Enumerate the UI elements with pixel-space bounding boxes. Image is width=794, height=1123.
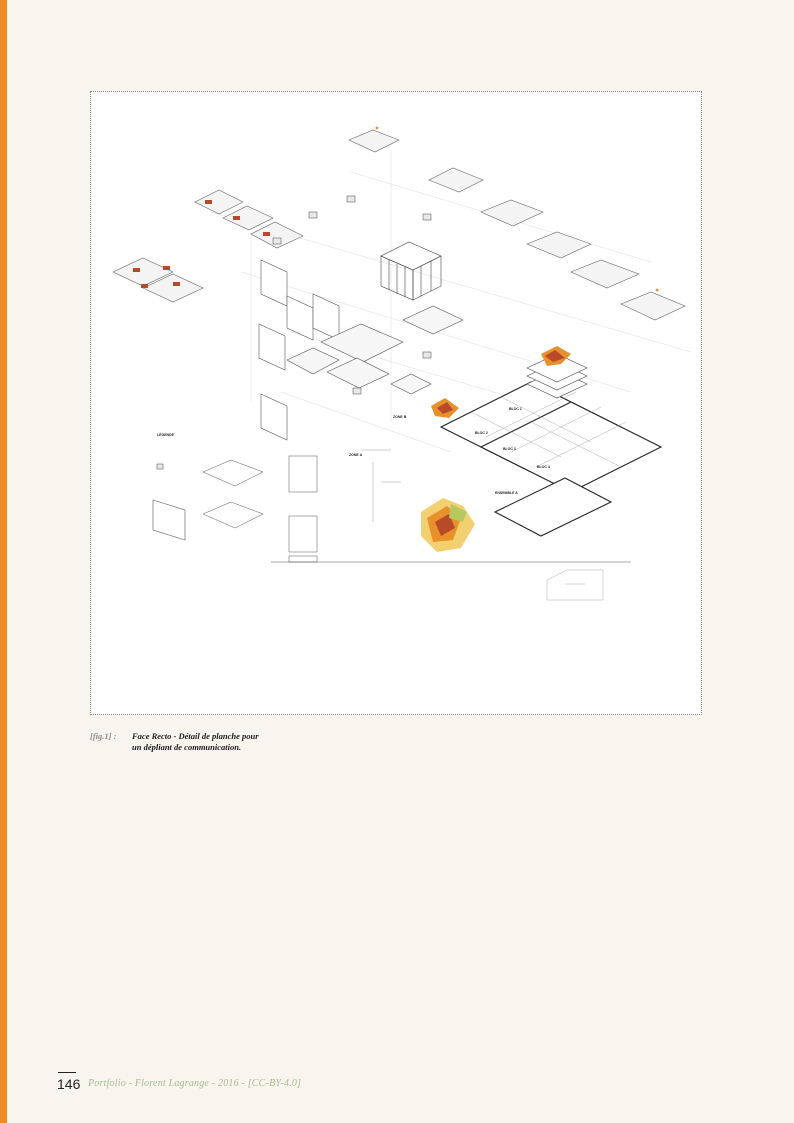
caption-line-2: un dépliant de communication. (132, 742, 242, 752)
axonometric-drawing: LÉGENDE BLOC 1 (112, 126, 692, 601)
footer-credit: Portfolio - Florent Lagrange - 2016 - [C… (88, 1078, 302, 1089)
label-bloc-1: BLOC 1 (509, 407, 522, 411)
label-zone-a: ZONE A (349, 453, 363, 457)
label-ensemble-a: ENSEMBLE A (495, 491, 518, 495)
footer-rule (58, 1072, 76, 1073)
page-accent-bar (0, 0, 7, 1123)
caption-text: Face Recto - Détail de planche pour un d… (132, 731, 332, 753)
caption-tag: [fig.1] : (90, 731, 117, 741)
label-bloc-3: BLOC 3 (503, 447, 516, 451)
caption-line-1: Face Recto - Détail de planche pour (132, 731, 259, 741)
label-bloc-2: BLOC 2 (475, 431, 488, 435)
label-bloc-4: BLOC 4 (537, 465, 550, 469)
page-number: 146 (57, 1076, 81, 1092)
figure-frame: LÉGENDE BLOC 1 (90, 91, 702, 715)
label-zone-b: ZONE B (393, 415, 407, 419)
legend-title: LÉGENDE (157, 432, 175, 437)
